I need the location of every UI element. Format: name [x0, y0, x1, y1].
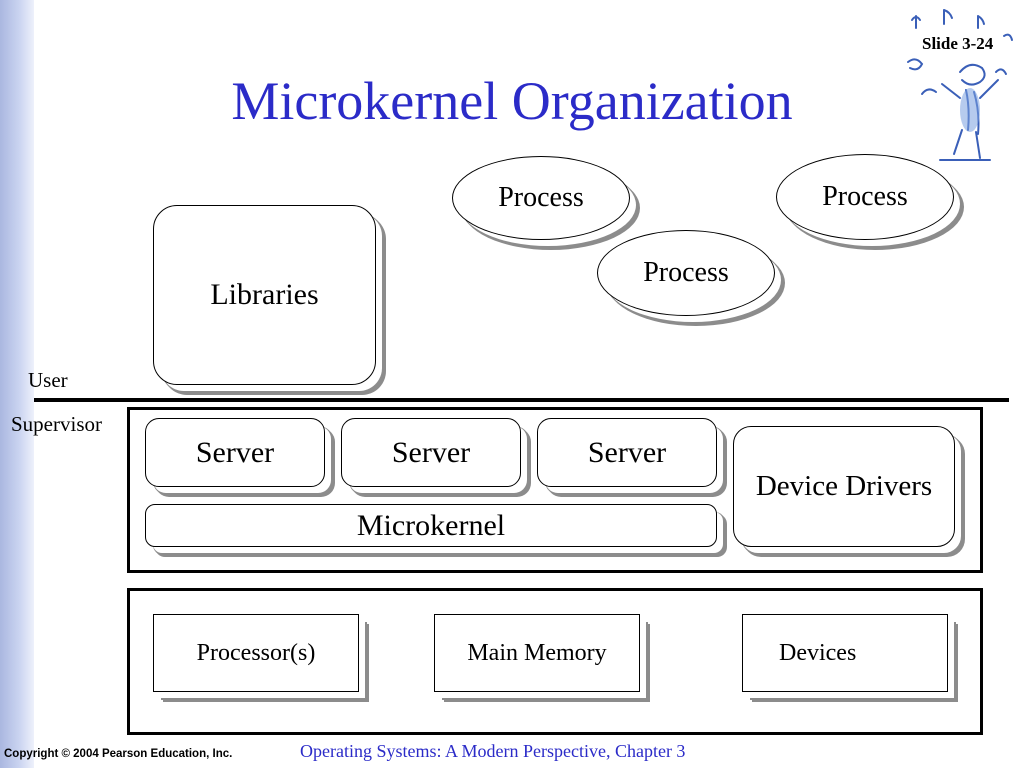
- server-box-1: Server: [145, 418, 325, 487]
- hardware-frame: [127, 588, 983, 735]
- microkernel-box: Microkernel: [145, 504, 717, 547]
- user-mode-label: User: [28, 368, 68, 392]
- device-drivers-box: Device Drivers: [733, 426, 955, 547]
- devices-box: Devices: [742, 614, 948, 692]
- slide-number: Slide 3-24: [922, 34, 994, 53]
- user-supervisor-divider: [34, 398, 1009, 402]
- main-memory-box: Main Memory: [434, 614, 640, 692]
- processors-box: Processor(s): [153, 614, 359, 692]
- server-box-2: Server: [341, 418, 521, 487]
- slide-title: Microkernel Organization: [231, 71, 793, 131]
- musician-mascot-icon: [907, 9, 1013, 161]
- supervisor-frame: [127, 407, 983, 573]
- process-ellipse-1: Process: [452, 156, 630, 240]
- copyright-notice: Copyright © 2004 Pearson Education, Inc.: [4, 748, 233, 760]
- footer-text: Operating Systems: A Modern Perspective,…: [300, 741, 686, 761]
- libraries-box: Libraries: [153, 205, 376, 385]
- process-ellipse-2: Process: [776, 154, 954, 240]
- process-ellipse-3: Process: [597, 230, 775, 316]
- supervisor-mode-label: Supervisor: [11, 412, 102, 436]
- slide-sidebar-gradient: [0, 0, 34, 768]
- server-box-3: Server: [537, 418, 717, 487]
